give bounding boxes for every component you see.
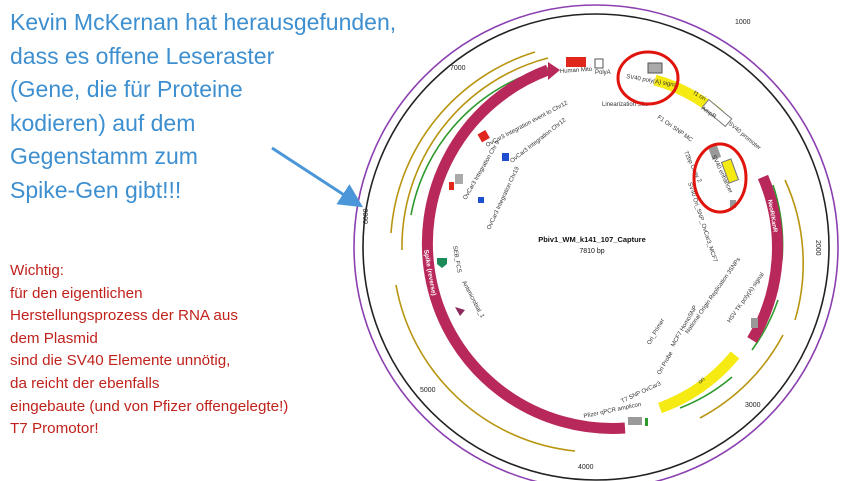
ampr-box [701, 98, 733, 128]
label-ovcar3-chr12: OvCar3 Integration Chr12 [510, 117, 568, 164]
label-neor-kanr: NeoR/KanR [766, 199, 778, 233]
small-grey-box-2 [751, 318, 758, 328]
spike-arrowhead [548, 62, 560, 80]
label-ovcar3-chr19: OvCar3 Integration Chr19 [486, 165, 521, 230]
ovcar3-chr19-blue-box [478, 197, 484, 203]
ovcar3-chr12-blue-box [502, 153, 509, 161]
ovcar3-chr9-grey-box [455, 174, 463, 184]
olive-track-right [784, 179, 804, 321]
tick-label-1000: 1000 [735, 19, 751, 26]
sv40-enhancer-box [720, 158, 740, 184]
seb-fcs-marker [437, 258, 447, 268]
pointer-arrow [271, 146, 364, 208]
label-ovcar3-chr9: OvCar3 Integration Chr 9 [463, 139, 502, 201]
sv40-polya-box [647, 62, 663, 74]
olive-track-left-inner [401, 57, 549, 251]
ovcar3-chr9-red-box [449, 182, 454, 190]
note-text: Wichtig: für den eigentlichen Herstellun… [10, 262, 289, 438]
human-mito-box [566, 57, 586, 67]
olive-track-left [390, 51, 536, 234]
label-sv40-polya: SV40 poly(A) signal [626, 74, 679, 89]
label-human-mito: Human Mito [560, 67, 593, 75]
olive-track-right-lower [699, 334, 784, 419]
label-national-origin: National Origin Replication 3SNPs [685, 257, 742, 335]
green-mark-1 [645, 418, 648, 426]
ori-arc [658, 351, 740, 414]
label-f1-ori-snp: F1 Ori SNP MC [656, 115, 694, 144]
label-ori-probe: Ori Probe [657, 350, 675, 376]
highlight-circle-sv40-polya [616, 50, 680, 106]
label-f1-ori: f1 ori [692, 91, 707, 103]
sv40-promoter-grey [707, 143, 722, 160]
outer-purple-ring [353, 4, 839, 481]
plasmid-name: Pbiv1_WM_k141_107_Capture [538, 235, 646, 244]
green-track-right-lower [751, 299, 779, 351]
label-antimicrobial: Antimicrobial_1 [460, 280, 485, 320]
tick-label-5000: 5000 [420, 387, 436, 394]
tick-label-7000: 7000 [450, 65, 466, 72]
ovcar3-chr12-red-box [477, 130, 490, 143]
antimicrobial-marker [455, 307, 465, 316]
label-linearization-site: Linearization Site [602, 102, 649, 108]
tick-label-6000: 6000 [363, 208, 370, 224]
label-seb-fcs: SEB_FCS [451, 245, 462, 273]
label-ori: ori [697, 377, 706, 386]
polya-box [594, 58, 604, 69]
backbone-ring [362, 13, 830, 481]
label-polya: PolyA [595, 70, 611, 76]
headline-text: Kevin McKernan hat herausgefunden, dass … [10, 9, 397, 203]
small-grey-box-1 [730, 200, 736, 208]
label-sv40-ori-snp: SV40 Ori_SNP_OvCar3_MCF7 [686, 182, 718, 264]
tick-label-2000: 2000 [814, 240, 821, 256]
plasmid-size: 7810 bp [579, 248, 604, 255]
small-grey-box-3 [628, 417, 642, 425]
tick-label-3000: 3000 [745, 402, 761, 409]
highlight-circle-sv40-enhancer [692, 142, 748, 214]
neo-arc [747, 174, 783, 343]
olive-track-bottom [395, 284, 576, 452]
label-t7-snp: T7 SNP OvCar3 [620, 381, 662, 405]
green-track-bottom [679, 376, 733, 409]
spike-arc [421, 64, 626, 434]
label-ori-primer: Ori_Primer [647, 318, 667, 346]
tick-label-4000: 4000 [578, 464, 594, 471]
